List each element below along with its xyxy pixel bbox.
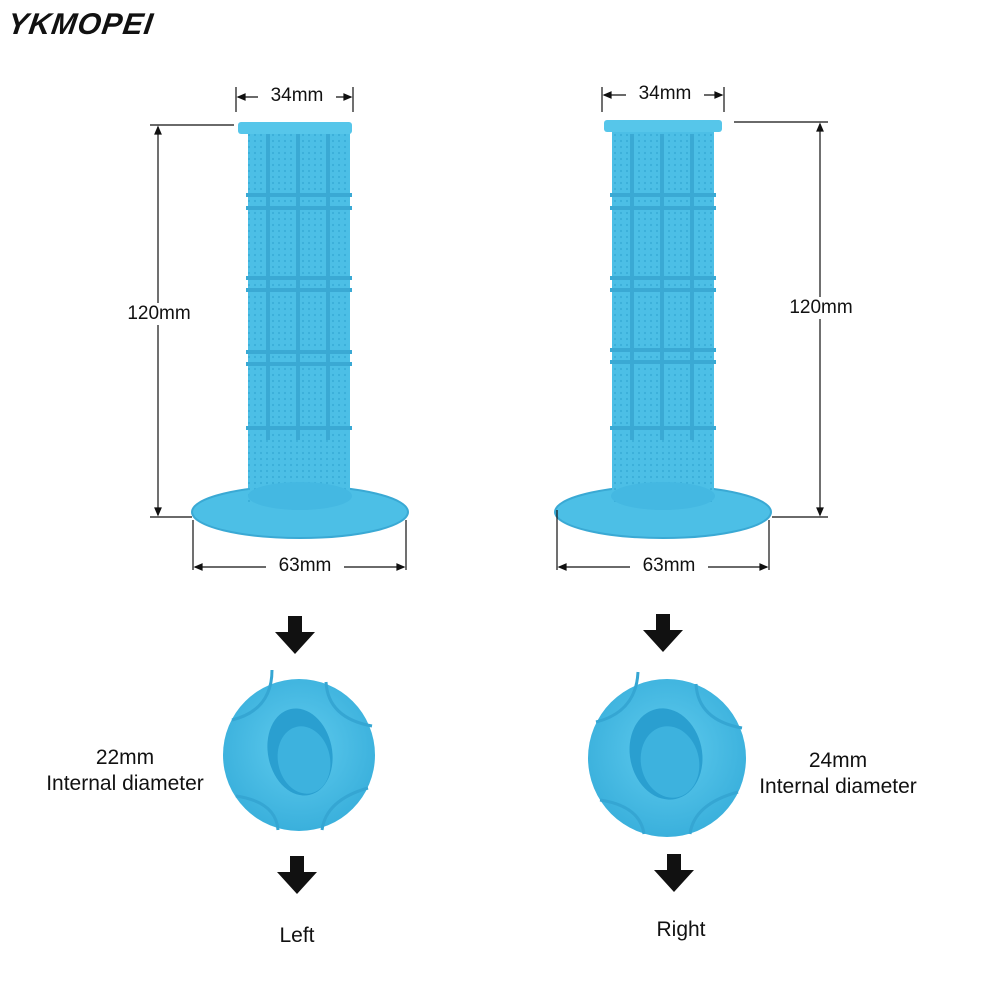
right-height-label: 120mm (780, 297, 862, 319)
right-diameter-text: Internal diameter (759, 775, 917, 798)
right-top-width-label: 34mm (626, 83, 704, 105)
right-diameter-value: 24mm (808, 749, 868, 772)
left-diameter-value: 22mm (95, 746, 155, 769)
left-side-label: Left (279, 924, 315, 947)
left-base-width-label: 63mm (266, 555, 344, 577)
down-arrows (275, 614, 694, 894)
left-top-width-label: 34mm (258, 85, 336, 107)
right-side-label: Right (656, 918, 706, 941)
dimension-lines (150, 87, 828, 571)
left-height-label: 120mm (118, 303, 200, 325)
left-diameter-label: 22mm Internal diameter (30, 745, 220, 797)
right-grip (554, 120, 772, 539)
brand-logo: YKMOPEI (5, 8, 156, 41)
right-end-view (588, 671, 746, 837)
right-base-width-label: 63mm (630, 555, 708, 577)
right-diameter-label: 24mm Internal diameter (748, 748, 928, 800)
left-diameter-text: Internal diameter (46, 772, 204, 795)
left-end-view (223, 669, 375, 831)
left-grip (191, 122, 409, 539)
